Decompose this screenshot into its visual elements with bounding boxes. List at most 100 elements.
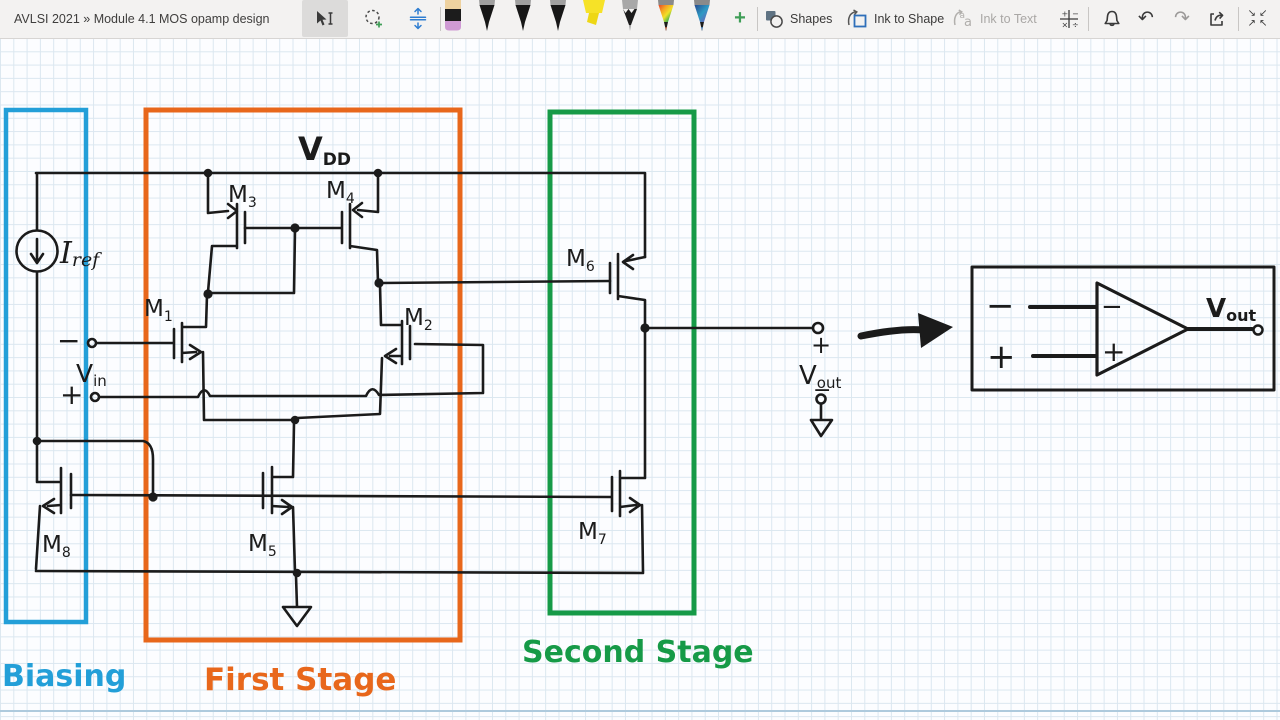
eraser-tool[interactable] bbox=[441, 0, 465, 31]
ink-to-text-button[interactable]: a a Ink to Text bbox=[952, 0, 1037, 37]
pencil-gray[interactable] bbox=[616, 0, 644, 31]
shapes-label: Shapes bbox=[790, 11, 833, 26]
rainbow-pen-icon bbox=[658, 0, 674, 31]
ground-symbol-vout bbox=[809, 402, 834, 438]
notifications-button[interactable] bbox=[1096, 0, 1128, 37]
transistor-m1 bbox=[172, 293, 295, 422]
svg-text:÷: ÷ bbox=[1072, 20, 1079, 29]
m5-label: M5 bbox=[248, 531, 277, 560]
add-pen-button[interactable]: + bbox=[734, 7, 746, 29]
select-tool-button[interactable] bbox=[302, 0, 348, 37]
ground-symbol-m5 bbox=[281, 574, 313, 628]
vin-label: Vin bbox=[76, 359, 107, 390]
shapes-icon bbox=[766, 10, 783, 28]
select-type-icon bbox=[317, 11, 333, 26]
svg-text:−: − bbox=[1072, 9, 1079, 18]
biasing-region-label: Biasing bbox=[2, 659, 126, 694]
eraser-icon bbox=[445, 0, 461, 31]
page-title[interactable]: AVLSI 2021 » Module 4.1 MOS opamp design bbox=[14, 11, 270, 26]
insert-space-button[interactable] bbox=[396, 0, 440, 37]
grid-major-line bbox=[0, 710, 1280, 712]
m2-label: M2 bbox=[404, 305, 433, 334]
iref-current-source bbox=[15, 229, 59, 273]
ink-canvas[interactable] bbox=[0, 38, 1280, 720]
pencil-icon bbox=[622, 0, 638, 31]
share-button[interactable] bbox=[1200, 0, 1234, 37]
transistor-m3 bbox=[206, 172, 247, 294]
vdd-label: VDD bbox=[298, 130, 351, 170]
vout-plus-sign: + bbox=[811, 331, 831, 359]
m6-label: M6 bbox=[566, 246, 595, 275]
second-stage-region-box bbox=[547, 109, 697, 616]
pen-rainbow[interactable] bbox=[652, 0, 680, 31]
wire-vin bbox=[95, 341, 485, 399]
junction-dots bbox=[32, 168, 650, 578]
collapse-icon: ↘↙ ↗↖ bbox=[1247, 7, 1271, 29]
m3-label: M3 bbox=[228, 182, 257, 211]
pen-icon bbox=[479, 0, 495, 31]
opamp-triangle-minus: − bbox=[1101, 292, 1123, 322]
collapse-button[interactable]: ↘↙ ↗↖ bbox=[1242, 0, 1276, 37]
math-icon: + − × ÷ bbox=[1060, 9, 1079, 29]
wire-vdd-rail bbox=[34, 171, 647, 498]
highlighter-yellow[interactable] bbox=[579, 0, 609, 31]
ink-to-shape-icon bbox=[847, 8, 867, 27]
vout-minus-sign: − bbox=[813, 378, 831, 403]
second-stage-region-label: Second Stage bbox=[522, 635, 754, 670]
toolbar: AVLSI 2021 » Module 4.1 MOS opamp design bbox=[0, 0, 1280, 38]
iref-arrow bbox=[29, 237, 45, 265]
opamp-minus-input: − bbox=[986, 286, 1015, 326]
toolbar-divider bbox=[757, 7, 758, 31]
svg-text:+: + bbox=[1062, 9, 1069, 18]
pen-icon bbox=[550, 0, 566, 31]
big-arrow bbox=[857, 313, 953, 348]
first-stage-region-box bbox=[143, 107, 463, 643]
schematic-labels: VDD Iref M1 M2 M3 M4 M5 M6 M7 M8 − Vin +… bbox=[42, 130, 1257, 561]
transistor-m8 bbox=[34, 439, 73, 571]
opamp-symbol bbox=[970, 265, 1276, 392]
m1-label: M1 bbox=[144, 296, 173, 325]
opamp-plus-input: + bbox=[987, 337, 1016, 377]
toolbar-divider bbox=[1088, 7, 1089, 31]
m8-label: M8 bbox=[42, 532, 71, 561]
wire-links bbox=[206, 226, 814, 330]
ink-to-shape-button[interactable]: Ink to Shape bbox=[846, 0, 944, 37]
redo-button[interactable]: ↷ bbox=[1174, 8, 1190, 29]
biasing-region-box bbox=[3, 107, 89, 625]
vin-plus-terminal bbox=[89, 391, 101, 403]
vin-plus-sign: + bbox=[60, 378, 83, 411]
transistor-m2 bbox=[295, 283, 412, 420]
vin-minus-sign: − bbox=[57, 324, 80, 357]
m7-label: M7 bbox=[578, 519, 607, 548]
m4-label: M4 bbox=[326, 178, 355, 207]
vout-label: Vout bbox=[799, 361, 841, 392]
lasso-select-button[interactable] bbox=[352, 0, 396, 37]
pen-black-2[interactable] bbox=[509, 0, 537, 31]
vin-minus-terminal bbox=[86, 337, 98, 349]
shapes-button[interactable]: Shapes bbox=[764, 0, 832, 37]
undo-button[interactable]: ↶ bbox=[1138, 8, 1154, 29]
ink-strokes bbox=[15, 171, 834, 628]
toolbar-divider bbox=[440, 7, 441, 31]
ink-to-text-icon: a a bbox=[953, 8, 972, 29]
transistor-m6 bbox=[608, 252, 647, 330]
svg-text:a: a bbox=[964, 15, 972, 29]
lasso-select-icon bbox=[365, 9, 382, 27]
pen-black-3[interactable] bbox=[544, 0, 572, 31]
first-stage-region-label: First Stage bbox=[204, 662, 396, 698]
wire-ground-rail bbox=[34, 569, 645, 575]
transistor-m5 bbox=[261, 421, 297, 574]
iref-label: Iref bbox=[59, 236, 102, 271]
pen-galaxy[interactable] bbox=[688, 0, 716, 31]
ink-to-shape-label: Ink to Shape bbox=[874, 11, 945, 26]
opamp-vout-label: Vout bbox=[1206, 294, 1257, 325]
math-button[interactable]: + − × ÷ bbox=[1052, 0, 1086, 37]
vout-minus-terminal bbox=[815, 393, 827, 405]
ink-to-text-label: Ink to Text bbox=[980, 11, 1037, 26]
opamp-triangle-plus: + bbox=[1102, 335, 1125, 368]
share-icon bbox=[1210, 11, 1224, 26]
pen-black-1[interactable] bbox=[473, 0, 501, 31]
pen-icon bbox=[515, 0, 531, 31]
toolbar-divider bbox=[1238, 7, 1239, 31]
